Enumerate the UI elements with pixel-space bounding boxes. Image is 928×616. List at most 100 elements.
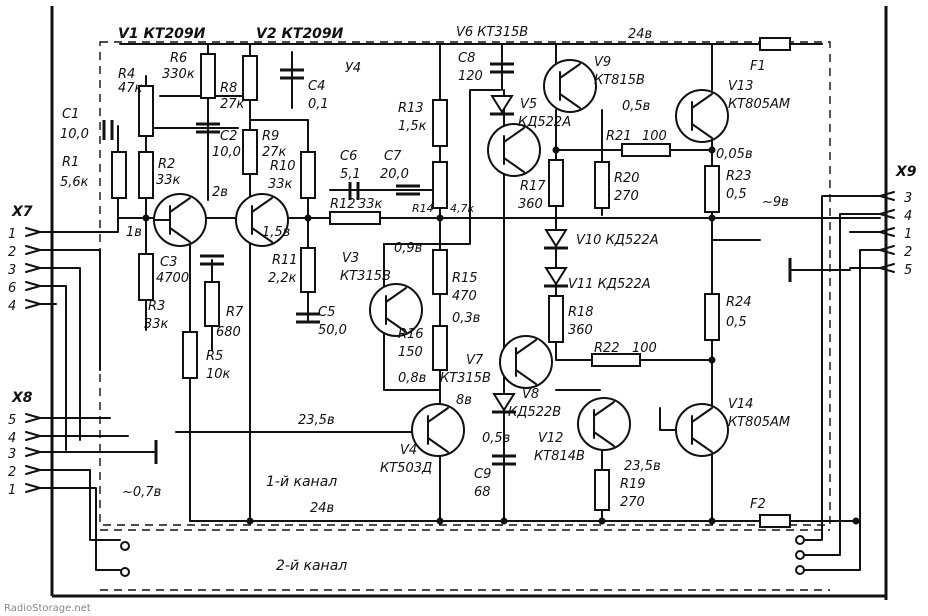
resistor-r11 xyxy=(300,247,316,293)
label-u4: У4 xyxy=(345,61,361,76)
connector-labels: Х7 1 2 3 6 4 Х8 5 4 3 2 1 Х9 3 4 1 2 5 xyxy=(8,164,917,498)
channel-2-label: 2-й канал xyxy=(276,558,347,574)
label-c6-value: 5,1 xyxy=(340,167,361,182)
label-r6: R6 xyxy=(170,51,187,66)
label-r5-value: 10к xyxy=(206,367,231,382)
label-v8: V8 xyxy=(522,387,539,402)
connector-x8: Х8 xyxy=(11,390,33,406)
capacitor-c2 xyxy=(196,122,220,134)
resistor-r6 xyxy=(200,53,216,99)
transistors xyxy=(153,59,729,457)
capacitor-c9 xyxy=(492,454,516,466)
label-c1: C1 xyxy=(62,107,79,122)
label-v11: V11 КД522А xyxy=(568,277,651,292)
capacitor-c1 xyxy=(102,120,114,140)
resistors xyxy=(111,53,720,511)
voltage-23-5v-b: 23,5в xyxy=(624,459,661,474)
x8-pin-2: 2 xyxy=(8,465,16,480)
label-v7-type: КТ315В xyxy=(440,371,491,386)
resistor-r9 xyxy=(242,129,258,175)
label-r7-value: 680 xyxy=(216,325,241,340)
voltage-0-9v: 0,9в xyxy=(394,241,422,256)
label-v10: V10 КД522А xyxy=(576,233,659,248)
label-r6-value: 330к xyxy=(162,67,195,82)
label-r19: R19 xyxy=(620,477,646,492)
label-v5-type: КД522А xyxy=(518,115,571,130)
x7-pin-1: 1 xyxy=(8,227,16,242)
watermark: RadioStorage.net xyxy=(4,603,91,614)
label-c3-value: 4700 xyxy=(156,271,189,286)
voltage-0-5v-b: 0,5в xyxy=(482,431,510,446)
label-r15-value: 470 xyxy=(452,289,477,304)
voltage-2v: 2в xyxy=(212,185,228,200)
label-r22: R22 xyxy=(594,341,620,356)
label-r20-value: 270 xyxy=(614,189,639,204)
label-c2-value: 10,0 xyxy=(212,145,241,160)
header-labels: V1 КТ209И V2 КТ209И V6 КТ315В 24в У4 xyxy=(118,25,652,76)
diodes xyxy=(490,95,568,414)
resistor-r3 xyxy=(138,253,154,301)
resistor-r1 xyxy=(111,151,127,199)
x9-pin-2: 2 xyxy=(904,245,912,260)
voltage-0-3v: 0,3в xyxy=(452,311,480,326)
label-r13-value: 1,5к xyxy=(398,119,427,134)
label-r18-value: 360 xyxy=(568,323,593,338)
label-c8-value: 120 xyxy=(458,69,483,84)
component-labels: R4 47к R6 330к R8 27к C4 0,1 C2 10,0 R9 … xyxy=(60,51,790,512)
voltage-24v: 24в xyxy=(310,501,334,516)
label-r1-value: 5,6к xyxy=(60,175,89,190)
capacitor-c8 xyxy=(490,62,514,74)
capacitor-c5 xyxy=(296,312,320,324)
label-c5: C5 xyxy=(318,305,335,320)
resistor-r4 xyxy=(138,85,154,137)
label-v9-type: КТ815В xyxy=(594,73,645,88)
label-r11: R11 xyxy=(272,253,298,268)
label-r17: R17 xyxy=(520,179,546,194)
connector-x7: Х7 xyxy=(11,204,33,220)
label-r4: R4 xyxy=(118,67,135,82)
resistor-r21 xyxy=(621,143,671,157)
label-c4: C4 xyxy=(308,79,325,94)
label-v12: V12 xyxy=(538,431,563,446)
x9-pin-1: 1 xyxy=(904,227,912,242)
transistor-v12 xyxy=(577,397,631,451)
label-c7-value: 20,0 xyxy=(380,167,409,182)
voltage-0-5v: 0,5в xyxy=(622,99,650,114)
x7-pin-3: 3 xyxy=(8,263,16,278)
resistor-r17 xyxy=(548,159,564,207)
label-c8: C8 xyxy=(458,51,475,66)
label-r2: R2 xyxy=(158,157,175,172)
label-v3-type: КТ315В xyxy=(340,269,391,284)
resistor-r23 xyxy=(704,165,720,213)
voltage-0-05v: 0,05в xyxy=(716,147,753,162)
label-r19-value: 270 xyxy=(620,495,645,510)
x7-pin-2: 2 xyxy=(8,245,16,260)
label-c9: C9 xyxy=(474,467,491,482)
x7-pin-4: 4 xyxy=(8,299,16,314)
label-r3: R3 xyxy=(148,299,165,314)
label-f2: F2 xyxy=(750,497,766,512)
transistor-v1 xyxy=(153,193,207,247)
voltage-1-5v: 1,5в xyxy=(262,225,290,240)
label-r24: R24 xyxy=(726,295,752,310)
label-v13: V13 xyxy=(728,79,753,94)
label-c1-value: 10,0 xyxy=(60,127,89,142)
label-r13: R13 xyxy=(398,101,424,116)
label-r17-value: 360 xyxy=(518,197,543,212)
label-r2-value: 33к xyxy=(156,173,181,188)
x8-pin-3: 3 xyxy=(8,447,16,462)
label-v1: V1 КТ209И xyxy=(118,26,206,42)
label-r3-value: 33к xyxy=(144,317,169,332)
label-c5-value: 50,0 xyxy=(318,323,347,338)
resistor-r16 xyxy=(432,325,448,371)
connector-x9: Х9 xyxy=(895,164,917,180)
label-c3: C3 xyxy=(160,255,177,270)
label-v3: V3 xyxy=(342,251,359,266)
label-r18: R18 xyxy=(568,305,594,320)
capacitor-c4 xyxy=(280,68,304,80)
label-c9-value: 68 xyxy=(474,485,491,500)
voltage-1v: 1в xyxy=(126,225,142,240)
resistor-r5 xyxy=(182,331,198,379)
label-r7: R7 xyxy=(226,305,244,320)
